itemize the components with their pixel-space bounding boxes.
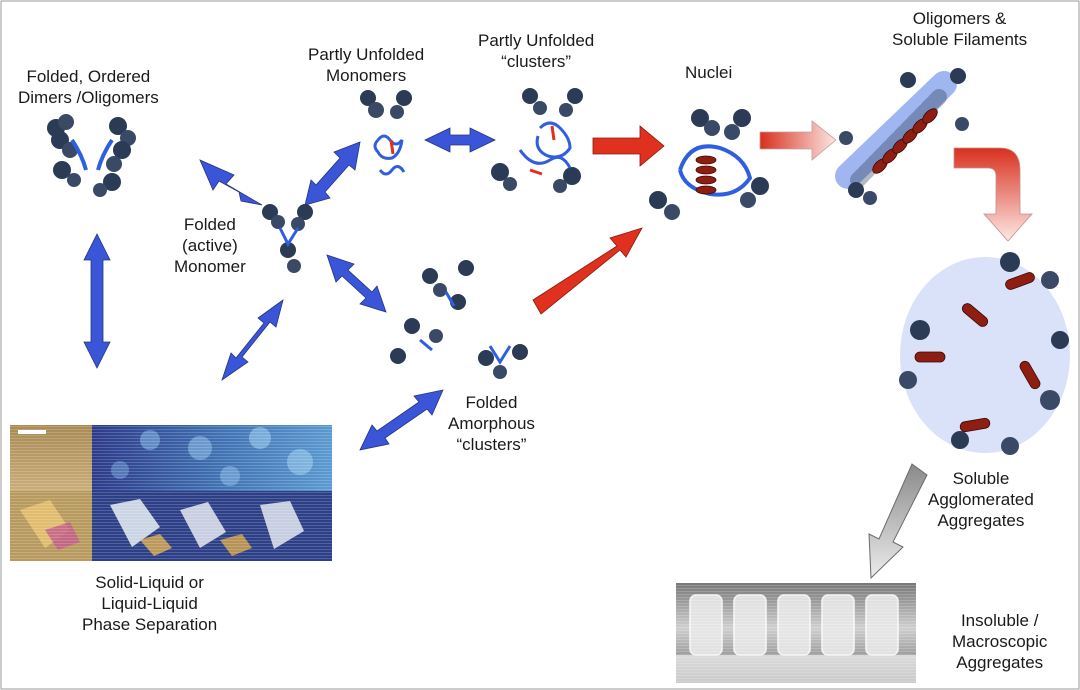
folded-monomer-structure <box>262 204 313 273</box>
label-partly-unfolded-clusters: Partly Unfolded “clusters” <box>478 31 595 71</box>
folded-amorphous-cluster-structure <box>390 260 528 379</box>
label-folded-active-monomer: Folded (active) Monomer <box>174 215 246 276</box>
arrow-dimer-phase <box>83 233 111 369</box>
arrow-monomer-partly-unfolded <box>304 141 361 206</box>
label-soluble-agglomerated-aggregates: Soluble Agglomerated Aggregates <box>928 469 1034 530</box>
arrow-unfolded-monomer-cluster <box>424 127 496 153</box>
nuclei-structure <box>649 109 769 220</box>
arrow-cluster-to-nuclei <box>592 125 665 167</box>
arrow-amorphous-to-nuclei <box>532 227 643 315</box>
oligomer-filament-structure <box>835 68 969 205</box>
arrow-soluble-to-insoluble <box>868 463 928 580</box>
label-phase-separation: Solid-Liquid or Liquid-Liquid Phase Sepa… <box>82 573 218 634</box>
phase-separation-micrograph <box>10 425 332 561</box>
label-folded-amorphous-clusters: Folded Amorphous “clusters” <box>448 393 535 454</box>
arrow-monomer-phase <box>221 299 284 382</box>
partly-unfolded-monomer-structure <box>360 90 412 176</box>
arrow-phase-amorphous <box>359 389 444 451</box>
arrows <box>83 120 1033 580</box>
soluble-aggregate-structure <box>899 252 1070 455</box>
label-folded-ordered-dimers: Folded, Ordered Dimers /Oligomers <box>18 67 159 107</box>
arrow-nuclei-to-oligomers <box>759 120 837 161</box>
folded-dimer-structure <box>47 114 136 197</box>
arrow-dimer-monomer <box>199 159 263 206</box>
insoluble-aggregates-photo <box>676 583 916 683</box>
label-partly-unfolded-monomers: Partly Unfolded Monomers <box>308 45 425 85</box>
partly-unfolded-cluster-structure <box>491 88 583 193</box>
arrow-monomer-amorphous <box>326 254 387 313</box>
arrow-oligomers-to-soluble <box>953 147 1033 242</box>
label-nuclei: Nuclei <box>685 63 733 82</box>
label-oligomers-soluble-filaments: Oligomers & Soluble Filaments <box>892 9 1028 49</box>
label-insoluble-macroscopic-aggregates: Insoluble / Macroscopic Aggregates <box>952 611 1048 672</box>
